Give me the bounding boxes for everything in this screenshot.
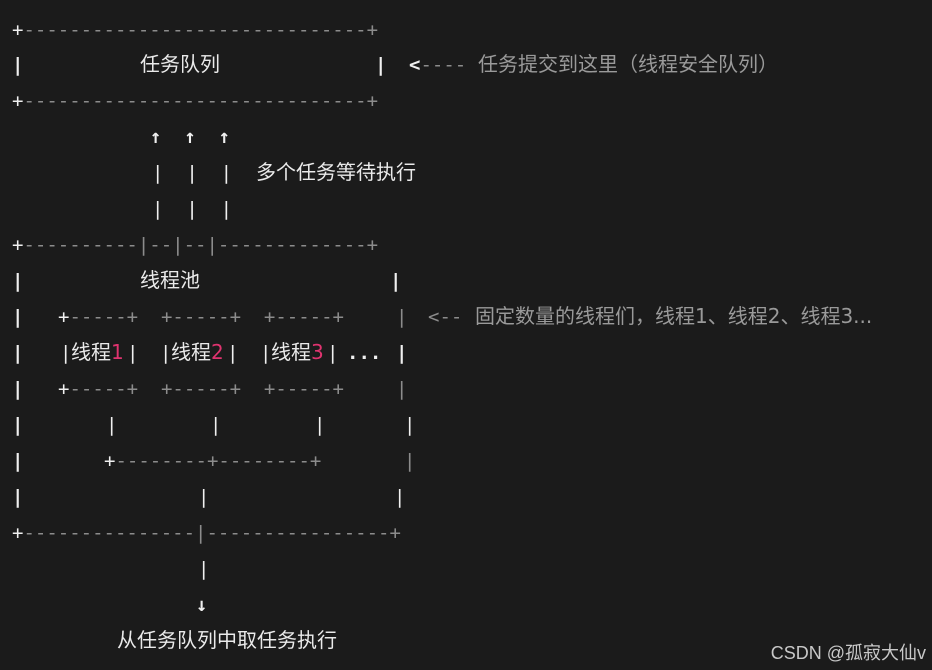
thread-1-number: 1 [111,340,124,364]
thread-3-left-edge: | [260,342,272,364]
thread-1-right-edge: | [127,342,139,364]
pool-box-right-edge-8: | [394,486,406,508]
wait-note: 多个任务等待执行 [256,160,416,184]
queue-box-left-edge: | [12,54,24,76]
thread-2-number: 2 [211,340,224,364]
merge-output-line: | [198,486,210,508]
pool-box-left-edge-2: | [12,306,24,328]
pool-box-right-edge-7: | [404,450,416,472]
pool-note: 固定数量的线程们，线程1、线程2、线程3... [475,304,873,328]
thread-2-output-line: | [210,414,222,436]
thread-2-prefix: 线程 [171,340,211,364]
pool-box-right-edge-4: | [396,342,408,364]
queue-box-top-border: +------------------------------+ [12,19,379,41]
task-flow-lines-lower: | | | [152,198,233,220]
thread-merge-line: +--------+--------+ [104,450,322,472]
pool-box-right-edge-5: | [396,378,408,400]
pool-title: 线程池 [140,268,200,292]
thread-3-right-edge: | [327,342,339,364]
queue-box-right-edge: | [375,54,387,76]
bottom-label: 从任务队列中取任务执行 [117,628,337,652]
thread-3-prefix: 线程 [271,340,311,364]
pool-box-top-border: +----------|--|--|-------------+ [12,234,379,256]
thread-2-label: 线程2 [171,341,224,363]
pool-box-left-edge-7: | [12,450,24,472]
thread-boxes-bottom-border: +-----+ +-----+ +-----+ [58,378,344,400]
queue-box-bottom-border: +------------------------------+ [12,90,379,112]
task-flow-lines: | | | [152,162,233,184]
thread-2-right-edge: | [227,342,239,364]
thread-2-left-edge: | [160,342,172,364]
pool-box-right-edge-6: | [404,414,416,436]
queue-title: 任务队列 [140,52,220,76]
thread-1-prefix: 线程 [71,340,111,364]
queue-note: 任务提交到这里（线程安全队列） [478,52,778,76]
pool-box-left-edge-3: | [12,342,24,364]
down-arrow-icon: ↓ [196,594,208,616]
down-flow-line: | [198,558,210,580]
pool-note-arrow: <-- [428,306,463,328]
queue-note-arrow: <---- [409,54,467,76]
thread-1-left-edge: | [60,342,72,364]
thread-1-label: 线程1 [71,341,124,363]
thread-boxes-top-border: +-----+ +-----+ +-----+ [58,306,344,328]
pool-box-right-edge: | [390,270,402,292]
thread-ellipsis: ... [347,342,382,364]
csdn-watermark: CSDN @孤寂大仙v [770,643,926,663]
pool-box-bottom-border: +---------------|----------------+ [12,522,401,544]
pool-box-left-edge-8: | [12,486,24,508]
pool-box-left-edge-5: | [12,378,24,400]
pool-box-left-edge-6: | [12,414,24,436]
thread-3-label: 线程3 [271,341,324,363]
queue-note-arrow-dashes: ---- [420,54,467,76]
pool-box-right-edge-2: | [396,306,408,328]
pool-box-left-edge: | [12,270,24,292]
thread-3-output-line: | [314,414,326,436]
thread-3-number: 3 [311,340,324,364]
up-arrow-icon: ↑ ↑ ↑ [150,126,231,148]
thread-1-output-line: | [106,414,118,436]
